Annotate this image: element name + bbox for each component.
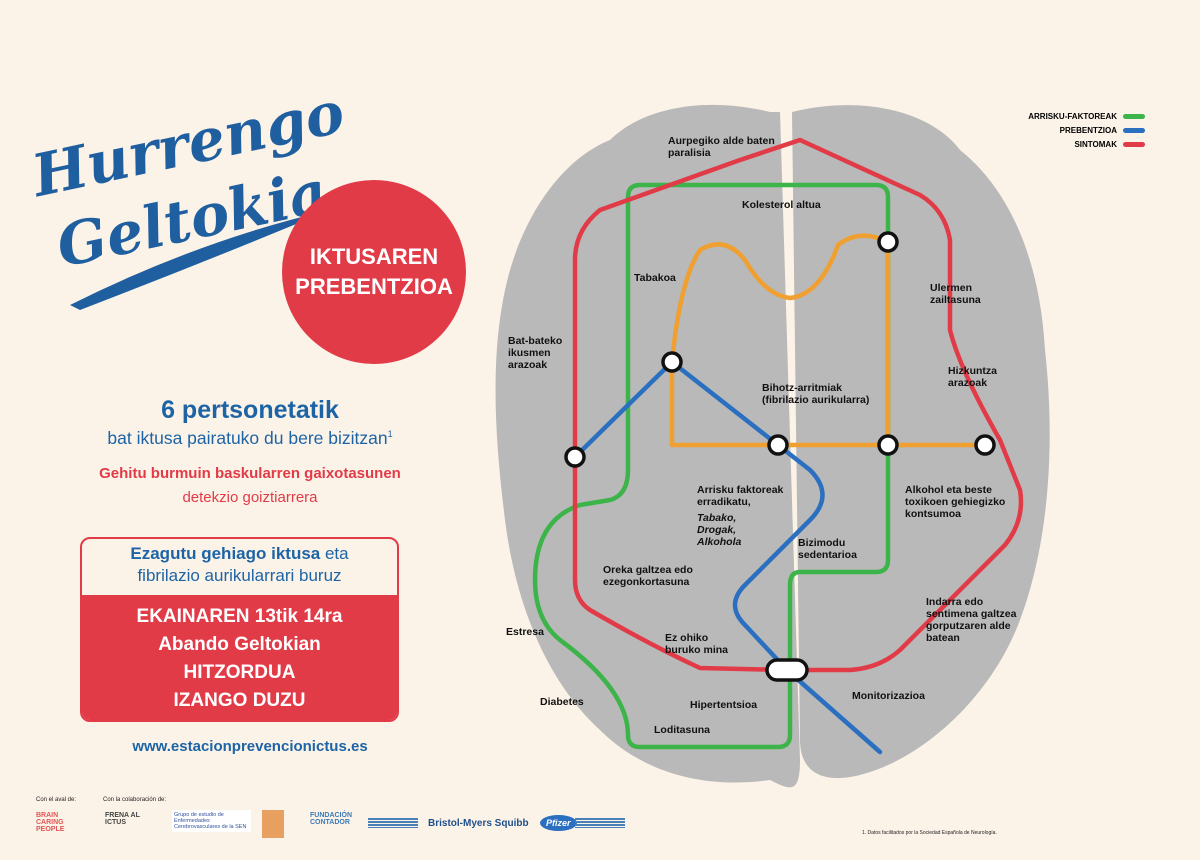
reference-note: 1. Datos facilitados por la Sociedad Esp… [862,830,997,836]
central-station [765,658,809,682]
info-box-header: Ezagutu gehiago iktusa eta fibrilazio au… [82,539,397,595]
transfer-station [877,231,899,253]
legend-item-symptoms: SINTOMAK [1074,140,1145,149]
station-loditasuna: Loditasuna [654,724,711,736]
logo-fundacion-contador: FUNDACIÓN CONTADOR [310,812,352,826]
prevention-badge: IKTUSAREN PREBENTZIOA [282,180,466,364]
station-arritmia: Bihotz-arritmiak (fibrilazio aurikularra… [762,382,870,406]
station-hipertentsioa: Hipertentsioa [690,699,758,711]
info-bold: Ezagutu gehiago iktusa [130,544,321,563]
badge-line-1: IKTUSAREN [309,244,439,269]
stat-subline-text: bat iktusa pairatuko du bere bizitzan [107,428,388,448]
stripes-decoration [368,818,418,828]
legend-label: SINTOMAK [1074,140,1117,149]
aval-label: Con el aval de: [36,797,77,803]
legend-item-prevention: PREBENTZIOA [1060,126,1145,135]
event-details: EKAINAREN 13tik 14ra Abando Geltokian HI… [82,595,397,720]
station-arrisku-items: Tabako, Drogak, Alkohola [697,512,742,548]
event-info-box: Ezagutu gehiago iktusa eta fibrilazio au… [80,537,399,722]
info-rest: eta [320,544,349,563]
station-paralisia: Aurpegiko alde baten paralisia [668,135,775,159]
station-kolesterol: Kolesterol altua [742,199,821,211]
transfer-station [661,351,683,373]
legend-swatch [1123,128,1145,133]
website-link[interactable]: www.estacionprevencionictus.es [132,738,368,755]
station-diabetes: Diabetes [540,696,584,708]
stripes-decoration [575,818,625,828]
title-swoosh [70,210,330,310]
station-ikusmen: Bat-bateko ikusmen arazoak [508,335,563,371]
station-hizkuntza: Hizkuntza arazoak [948,365,998,389]
station-tabakoa: Tabakoa [634,272,676,284]
event-date: EKAINAREN 13tik 14ra [136,606,343,627]
transfer-station [877,434,899,456]
legend-label: ARRISKU-FAKTOREAK [1028,112,1117,121]
event-line-4: IZANGO DUZU [173,690,306,711]
legend-item-risk: ARRISKU-FAKTOREAK [1028,112,1145,121]
legend-swatch [1123,142,1145,147]
line-red [572,137,1024,673]
logo-brain-caring-people: BRAIN CARING PEOPLE [36,812,65,833]
line-blue [572,359,883,755]
transfer-station [564,446,586,468]
logo-sen-group: Grupo de estudio de Enfermedades Cerebro… [172,810,251,832]
station-arrisku: Arrisku faktoreak erradikatu, [697,484,784,508]
legend-label: PREBENTZIOA [1059,126,1117,135]
transfer-station [974,434,996,456]
cta-line-2: detekzio goiztiarrera [182,489,318,506]
logo-pfizer: Pfizer [540,815,577,831]
logo-bms: Bristol-Myers Squibb [428,818,529,829]
stat-subline: bat iktusa pairatuko du bere bizitzan1 [40,428,460,449]
info-line-2: fibrilazio aurikularrari buruz [137,566,342,585]
logo-frena-ictus: FRENA AL ICTUS [105,812,140,826]
line-green [532,182,891,750]
station-bizimodu: Bizimodu sedentarioa [798,537,857,561]
footnote-mark: 1 [387,429,393,440]
station-indarra: Indarra edo sentimena galtzea gorputzare… [926,596,1017,644]
event-place: Abando Geltokian [158,634,321,655]
station-oreka: Oreka galtzea edo ezegonkortasuna [603,564,693,588]
logo-society-crest [262,810,284,838]
colab-label: Con la colaboración de: [103,797,167,803]
brain-silhouette [495,104,1050,788]
stat-headline: 6 pertsonetatik [161,396,339,424]
station-ulermen: Ulermen zailtasuna [930,282,981,306]
station-alkohol: Alkohol eta beste toxikoen gehiegizko ko… [905,484,1006,520]
station-buruko: Ez ohiko buruko mina [665,632,729,656]
event-line-3: HITZORDUA [183,662,296,683]
legend-swatch [1123,114,1145,119]
station-estresa: Estresa [506,626,544,638]
cta-line-1: Gehitu burmuin baskularren gaixotasunen [99,465,401,482]
transfer-station [767,434,789,456]
station-monitorizazioa: Monitorizazioa [852,690,925,702]
badge-line-2: PREBENTZIOA [295,274,453,299]
